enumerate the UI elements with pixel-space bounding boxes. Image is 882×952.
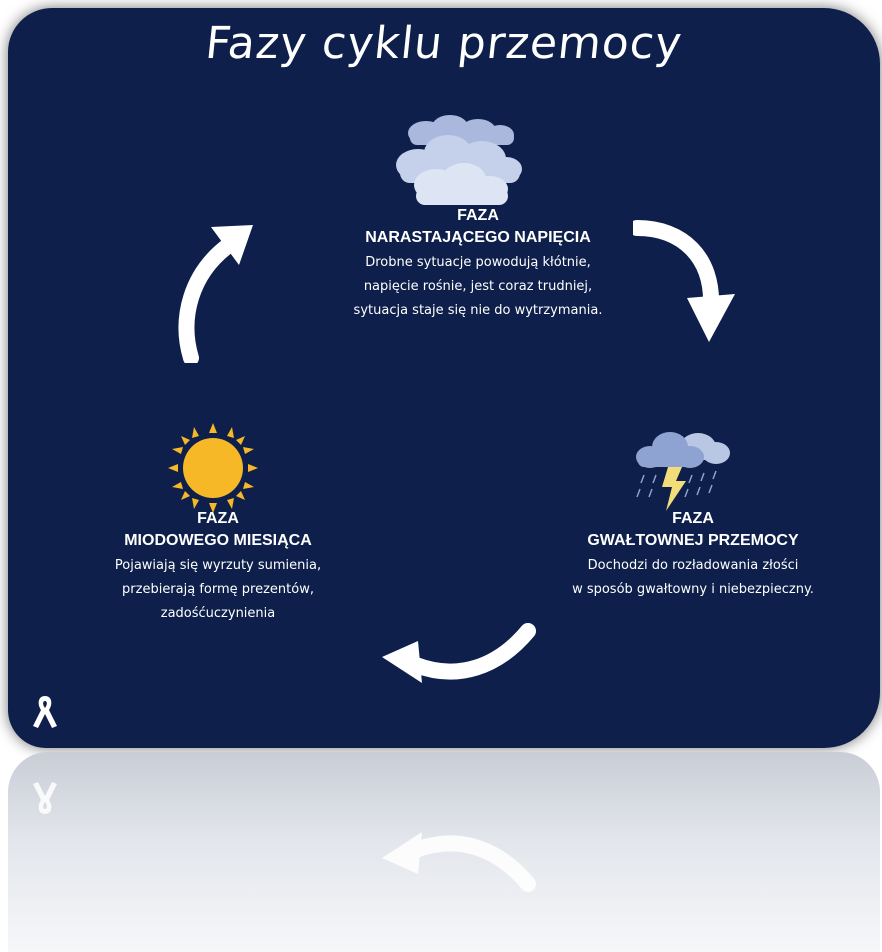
cycle-arrow-top-left (178, 225, 253, 363)
phase-name: GWAŁTOWNEJ PRZEMOCY (587, 532, 799, 549)
phase-description: Pojawiają się wyrzuty sumienia, przebier… (114, 558, 322, 621)
storm-icon (636, 432, 730, 511)
card-reflection (8, 752, 880, 952)
phase-description: Dochodzi do rozładowania złości w sposób… (572, 558, 814, 597)
phase-description: Drobne sytuacje powodują kłótnie, napięc… (353, 255, 603, 318)
phase-label: FAZA (197, 510, 239, 527)
sun-icon (168, 423, 258, 513)
phase-name: MIODOWEGO MIESIĄCA (124, 532, 312, 549)
phase-narastajacego-napiecia: FAZA NARASTAJĄCEGO NAPIĘCIA Drobne sytua… (268, 205, 688, 323)
diagram-title: Fazy cyklu przemocy (203, 18, 685, 69)
phase-gwaltownej-przemocy: FAZA GWAŁTOWNEJ PRZEMOCY Dochodzi do roz… (528, 508, 858, 602)
awareness-ribbon-icon (33, 696, 57, 728)
cycle-arrow-bottom (382, 623, 536, 683)
phase-label: FAZA (457, 207, 499, 224)
reflection-gradient (8, 752, 880, 952)
phase-name: NARASTAJĄCEGO NAPIĘCIA (365, 229, 591, 246)
reflected-ribbon-icon (33, 782, 57, 814)
cycle-diagram-card: Fazy cyklu przemocy (8, 8, 880, 748)
cycle-arrow-top-right (633, 220, 735, 342)
phase-label: FAZA (672, 510, 714, 527)
phase-miodowego-miesiaca: FAZA MIODOWEGO MIESIĄCA Pojawiają się wy… (68, 508, 368, 626)
reflected-arrow (382, 832, 536, 892)
cloud-icon (396, 115, 522, 205)
